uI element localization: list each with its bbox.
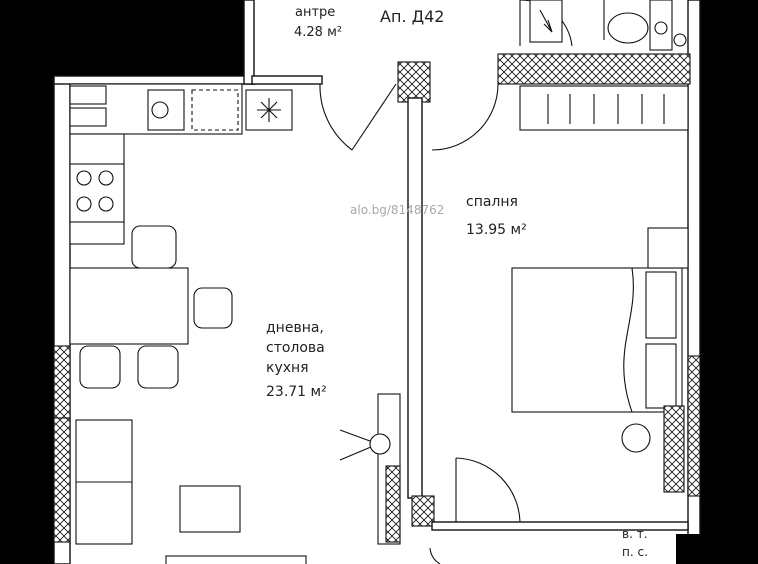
nightstand bbox=[647, 227, 689, 269]
chair-3 bbox=[79, 345, 121, 389]
chair-2 bbox=[193, 287, 233, 329]
chair-4 bbox=[137, 345, 179, 389]
door-swing-bedroom bbox=[431, 83, 499, 151]
small-label-2: п. с. bbox=[622, 545, 648, 559]
bedroom-name: спалня bbox=[466, 194, 518, 210]
entrance-area: 4.28 м² bbox=[294, 25, 342, 40]
small-label-1: в. т. bbox=[622, 527, 648, 541]
partition-wall bbox=[407, 97, 423, 499]
dining bbox=[69, 225, 233, 389]
window-hatch-left-2 bbox=[53, 417, 71, 543]
pillow-2 bbox=[645, 343, 677, 409]
wardrobe bbox=[519, 85, 689, 131]
kitchen bbox=[69, 83, 293, 245]
bedroom bbox=[511, 85, 689, 493]
entrance-name: антре bbox=[295, 5, 335, 20]
dining-table bbox=[69, 267, 189, 345]
bedside-lamp bbox=[621, 423, 651, 453]
pillar-hatch-bottom bbox=[411, 495, 435, 527]
dishwasher-icon bbox=[191, 89, 239, 131]
entrance-details bbox=[529, 0, 687, 51]
living-name-1: дневна, bbox=[266, 320, 324, 336]
radiator bbox=[663, 405, 685, 493]
tv-stand bbox=[165, 555, 307, 564]
living-name-3: кухня bbox=[266, 360, 309, 376]
lamp-icon bbox=[369, 433, 391, 455]
coffee-table bbox=[179, 485, 241, 533]
living-area: 23.71 м² bbox=[266, 384, 327, 400]
window-hatch-right bbox=[687, 355, 701, 497]
window-hatch-left-1 bbox=[53, 345, 71, 419]
stove-icon bbox=[69, 163, 125, 223]
living bbox=[75, 393, 401, 564]
chair-1 bbox=[131, 225, 177, 269]
watermark: alo.bg/8148762 bbox=[350, 203, 444, 217]
bathroom-wall-hatch bbox=[497, 53, 691, 85]
toilet-icon bbox=[607, 12, 649, 44]
walls bbox=[53, 0, 758, 564]
living-name-2: столова bbox=[266, 340, 325, 356]
apartment-label: Ап. Д42 bbox=[380, 7, 444, 26]
door-swing-living bbox=[319, 83, 353, 151]
pillar-hatch-top bbox=[397, 61, 431, 103]
pillow-1 bbox=[645, 271, 677, 339]
door-swing-bathroom bbox=[455, 457, 521, 523]
bedroom-area: 13.95 м² bbox=[466, 222, 527, 238]
